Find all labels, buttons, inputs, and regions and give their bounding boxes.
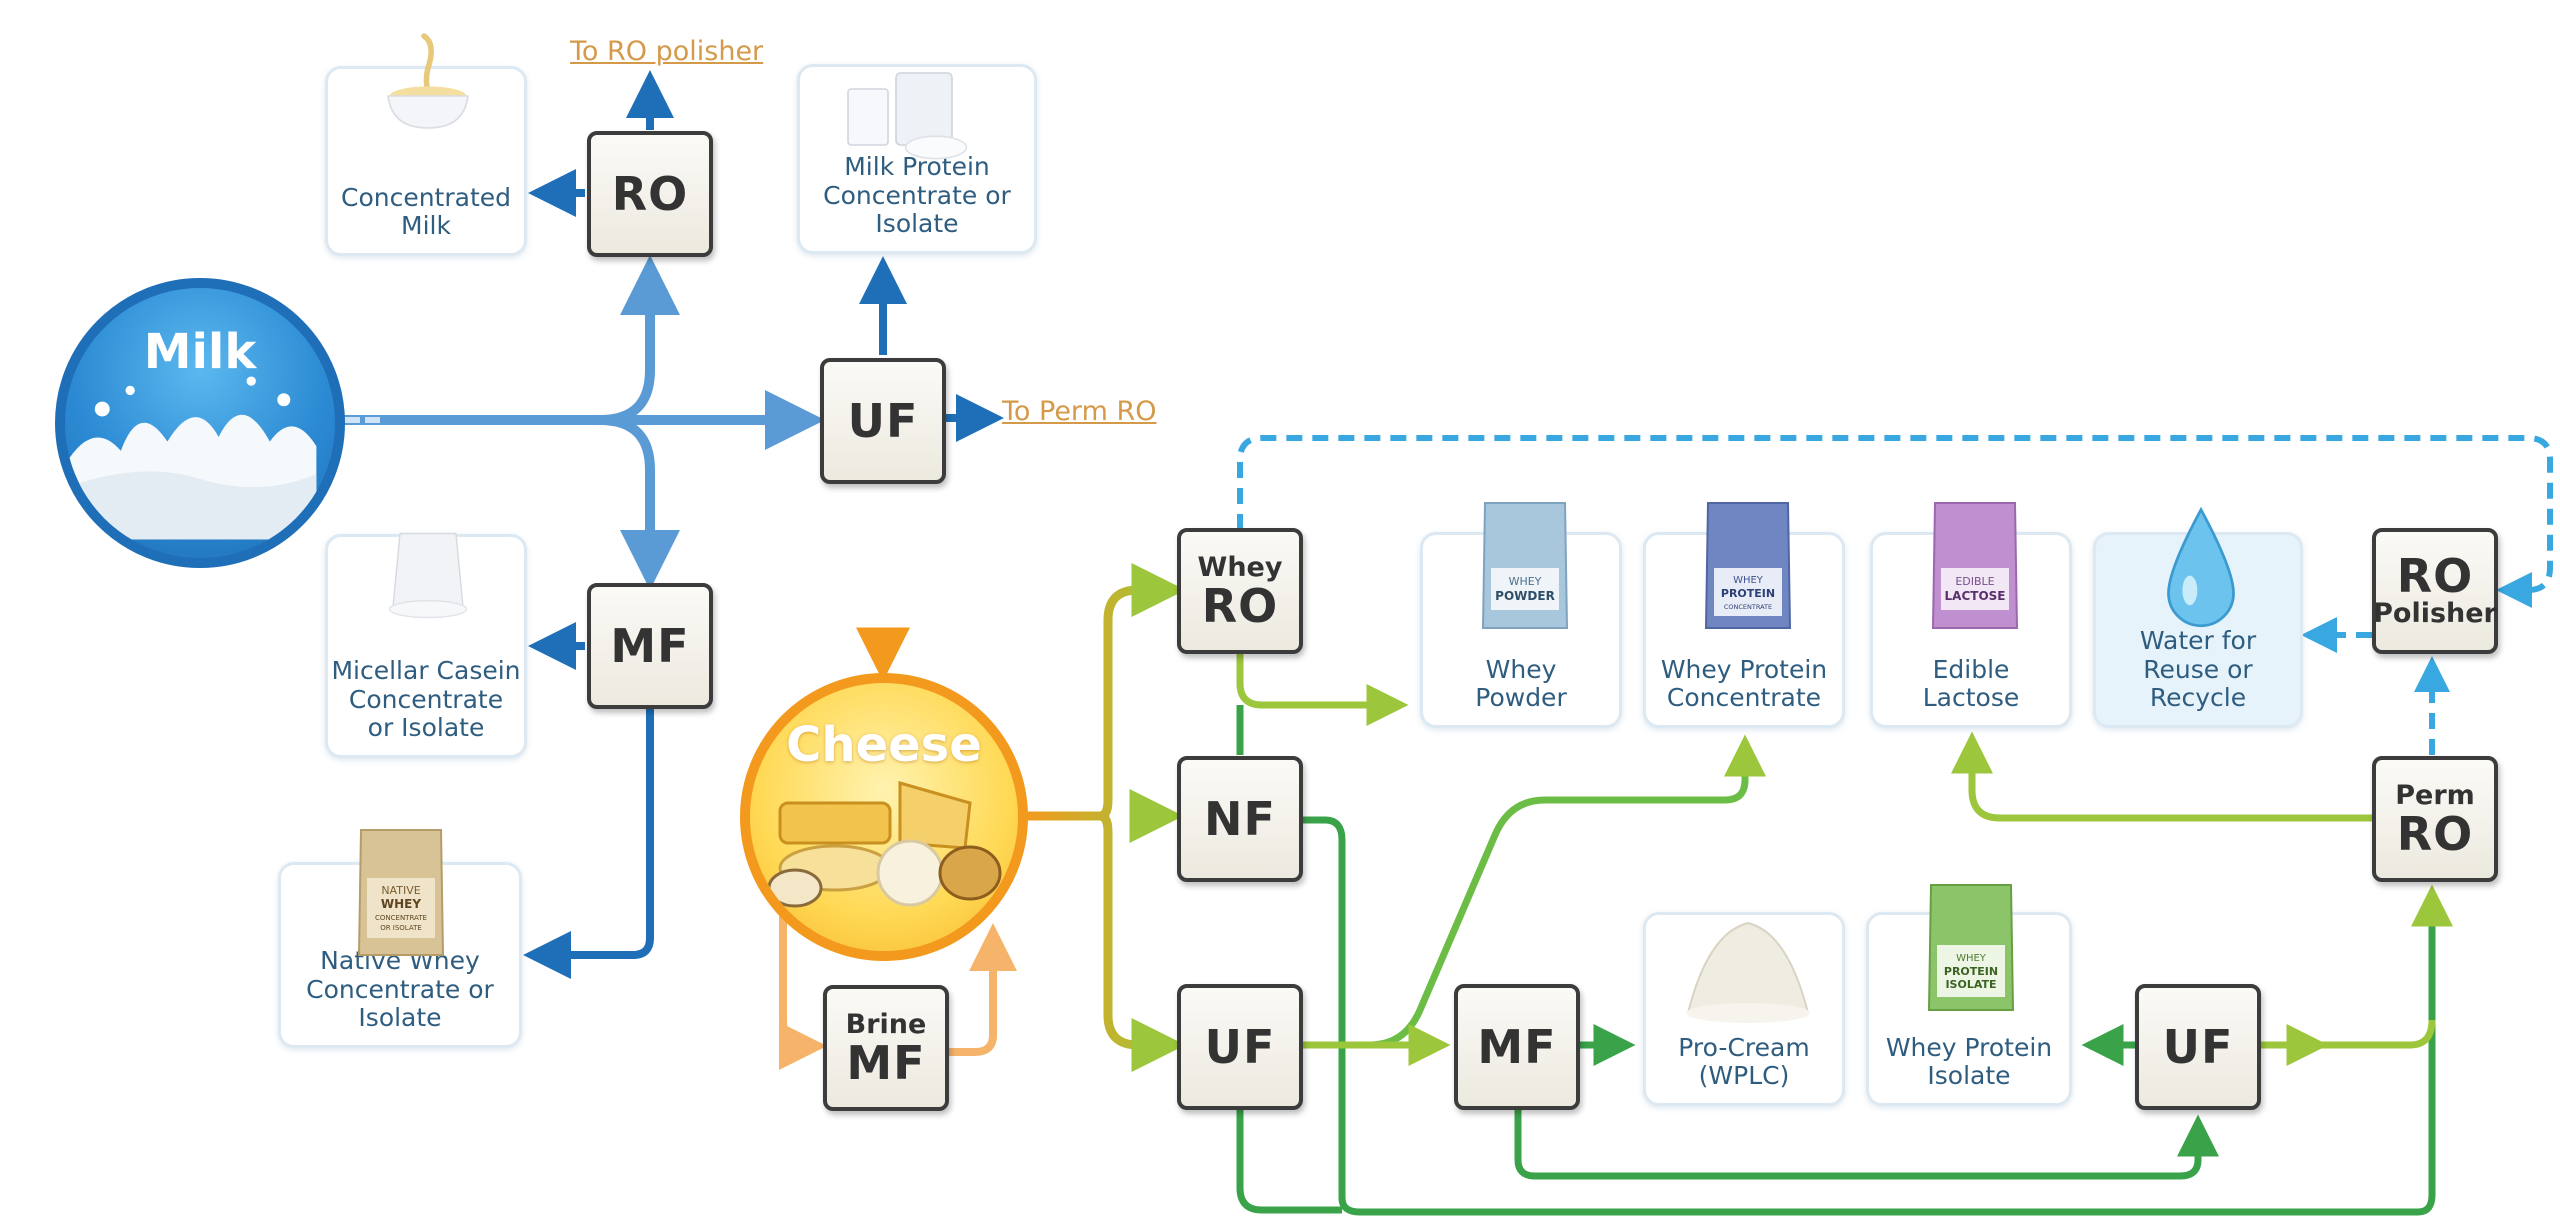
nf-unit-label: NF bbox=[1204, 792, 1276, 846]
brine-mf-return bbox=[948, 923, 1017, 1056]
uf-bottom-unit-label: UF bbox=[1204, 1020, 1276, 1074]
brine-mf-unit: Brine MF bbox=[823, 985, 949, 1111]
ro-polisher-line1: RO bbox=[2396, 549, 2474, 604]
brine-mf-line1: Brine bbox=[845, 1009, 927, 1041]
perm-ro-line2: RO bbox=[2396, 806, 2474, 861]
wpi-card: WHEY PROTEIN ISOLATE Whey Protein Isolat… bbox=[1866, 884, 2072, 1106]
whey-powder-pkg-line2: POWDER bbox=[1495, 589, 1555, 603]
pro-cream-card: Pro-Cream (WPLC) bbox=[1643, 912, 1845, 1106]
mf-left-unit-label: MF bbox=[610, 619, 690, 673]
whey-powder-card: WHEY POWDER Whey Powder bbox=[1420, 502, 1622, 728]
cheese-source: Cheese bbox=[740, 673, 1028, 961]
uf-right-unit: UF bbox=[2135, 984, 2261, 1110]
cheese-title: Cheese bbox=[786, 717, 982, 773]
mf-bottom-unit-label: MF bbox=[1477, 1020, 1557, 1074]
native-pkg-line1: NATIVE bbox=[381, 884, 420, 897]
uf-to-wpc bbox=[1300, 734, 1766, 1049]
uf-bottom-unit: UF bbox=[1177, 984, 1303, 1110]
condensed-milk-bowl-icon bbox=[387, 33, 469, 129]
native-whey-card: NATIVE WHEY CONCENTRATE OR ISOLATE Nativ… bbox=[278, 829, 522, 1048]
wpc-pkg-line1: WHEY bbox=[1733, 575, 1764, 586]
cheese-to-brine-mf bbox=[779, 905, 827, 1070]
wpc-package-icon: WHEY PROTEIN CONCENTRATE bbox=[1704, 502, 1792, 629]
lactose-pkg-line2: LACTOSE bbox=[1945, 589, 2006, 603]
lactose-label: Edible Lactose bbox=[1922, 654, 2020, 713]
lactose-card: EDIBLE LACTOSE Edible Lactose bbox=[1870, 502, 2072, 728]
lactose-pkg-line1: EDIBLE bbox=[1955, 575, 1994, 588]
perm-ro-line1: Perm bbox=[2395, 780, 2475, 812]
milk-title: Milk bbox=[143, 324, 257, 380]
mf-left-unit: MF bbox=[587, 583, 713, 709]
cheese-output-lines bbox=[1025, 563, 1186, 1072]
pro-cream-powder-icon bbox=[1686, 921, 1810, 1023]
uf-top-unit-label: UF bbox=[847, 394, 919, 448]
perm-ro-unit: Perm RO bbox=[2372, 756, 2498, 882]
mf-bottom-unit: MF bbox=[1454, 984, 1580, 1110]
whey-ro-to-whey-powder bbox=[1236, 650, 1409, 726]
ro-unit-label: RO bbox=[611, 167, 689, 221]
wpc-card: WHEY PROTEIN CONCENTRATE Whey Protein Co… bbox=[1643, 502, 1845, 728]
concentrated-milk-card: Concentrated Milk bbox=[325, 33, 527, 256]
wpi-pkg-line3: ISOLATE bbox=[1945, 978, 1996, 991]
ro-unit: RO bbox=[587, 131, 713, 257]
cheese-assortment-icon bbox=[767, 781, 1002, 908]
mf-to-native-whey bbox=[523, 708, 654, 979]
ro-polisher-line2: Polisher bbox=[2373, 598, 2497, 630]
native-pkg-line2: WHEY bbox=[381, 897, 421, 911]
wpc-pkg-line3: CONCENTRATE bbox=[1724, 603, 1772, 611]
milk-protein-label: Milk Protein Concentrate or Isolate bbox=[823, 151, 1011, 239]
uf-permeate-bottom bbox=[1236, 1108, 1342, 1214]
milk-feed-lines bbox=[340, 255, 825, 590]
water-label: Water for Reuse or Recycle bbox=[2139, 625, 2257, 713]
wpi-package-icon: WHEY PROTEIN ISOLATE bbox=[1927, 884, 2015, 1011]
wpi-label: Whey Protein Isolate bbox=[1885, 1032, 2053, 1091]
perm-ro-to-lactose bbox=[1951, 731, 2372, 822]
lactose-package-icon: EDIBLE LACTOSE bbox=[1931, 502, 2019, 629]
wpc-label: Whey Protein Concentrate bbox=[1660, 654, 1828, 713]
wpc-pkg-line2: PROTEIN bbox=[1721, 587, 1775, 600]
to-perm-ro-link[interactable]: To Perm RO bbox=[1002, 396, 1157, 427]
mf-to-uf-right bbox=[1514, 1108, 2219, 1180]
milk-protein-card: Milk Protein Concentrate or Isolate bbox=[797, 64, 1037, 254]
whey-ro-line2: RO bbox=[1201, 578, 1279, 633]
water-drop-icon bbox=[2167, 506, 2235, 628]
concentrated-milk-label: Concentrated Milk bbox=[340, 182, 512, 241]
milk-protein-powder-icon bbox=[847, 72, 968, 160]
to-ro-polisher-link[interactable]: To RO polisher bbox=[570, 36, 764, 67]
casein-powder-bag-icon bbox=[388, 532, 468, 619]
brine-mf-line2: MF bbox=[846, 1035, 926, 1090]
uf-right-to-perm-ro bbox=[2260, 1019, 2436, 1049]
micellar-casein-card: Micellar Casein Concentrate or Isolate bbox=[325, 532, 527, 758]
whey-ro-unit: Whey RO bbox=[1177, 528, 1303, 654]
nf-permeate-line bbox=[1300, 816, 2453, 1216]
whey-ro-line1: Whey bbox=[1197, 552, 1283, 584]
wpi-pkg-line1: WHEY bbox=[1956, 953, 1987, 964]
wpi-pkg-line2: PROTEIN bbox=[1944, 965, 1998, 978]
uf-top-unit: UF bbox=[820, 358, 946, 484]
whey-powder-label: Whey Powder bbox=[1475, 654, 1567, 713]
pro-cream-label: Pro-Cream (WPLC) bbox=[1678, 1032, 1810, 1091]
nf-unit: NF bbox=[1177, 756, 1303, 882]
native-whey-package-icon: NATIVE WHEY CONCENTRATE OR ISOLATE bbox=[357, 829, 445, 956]
milk-source: Milk bbox=[55, 278, 345, 568]
whey-powder-pkg-line1: WHEY bbox=[1509, 575, 1542, 588]
whey-ro-to-polisher-dashed bbox=[1237, 435, 2553, 608]
uf-right-unit-label: UF bbox=[2162, 1020, 2234, 1074]
water-card: Water for Reuse or Recycle bbox=[2093, 506, 2303, 728]
micellar-casein-label: Micellar Casein Concentrate or Isolate bbox=[331, 655, 521, 743]
ro-polisher-unit: RO Polisher bbox=[2372, 528, 2498, 654]
native-pkg-line3: CONCENTRATE bbox=[375, 914, 427, 922]
milk-splash-icon bbox=[65, 376, 317, 540]
whey-powder-package-icon: WHEY POWDER bbox=[1481, 502, 1569, 629]
native-pkg-line4: OR ISOLATE bbox=[380, 924, 422, 932]
